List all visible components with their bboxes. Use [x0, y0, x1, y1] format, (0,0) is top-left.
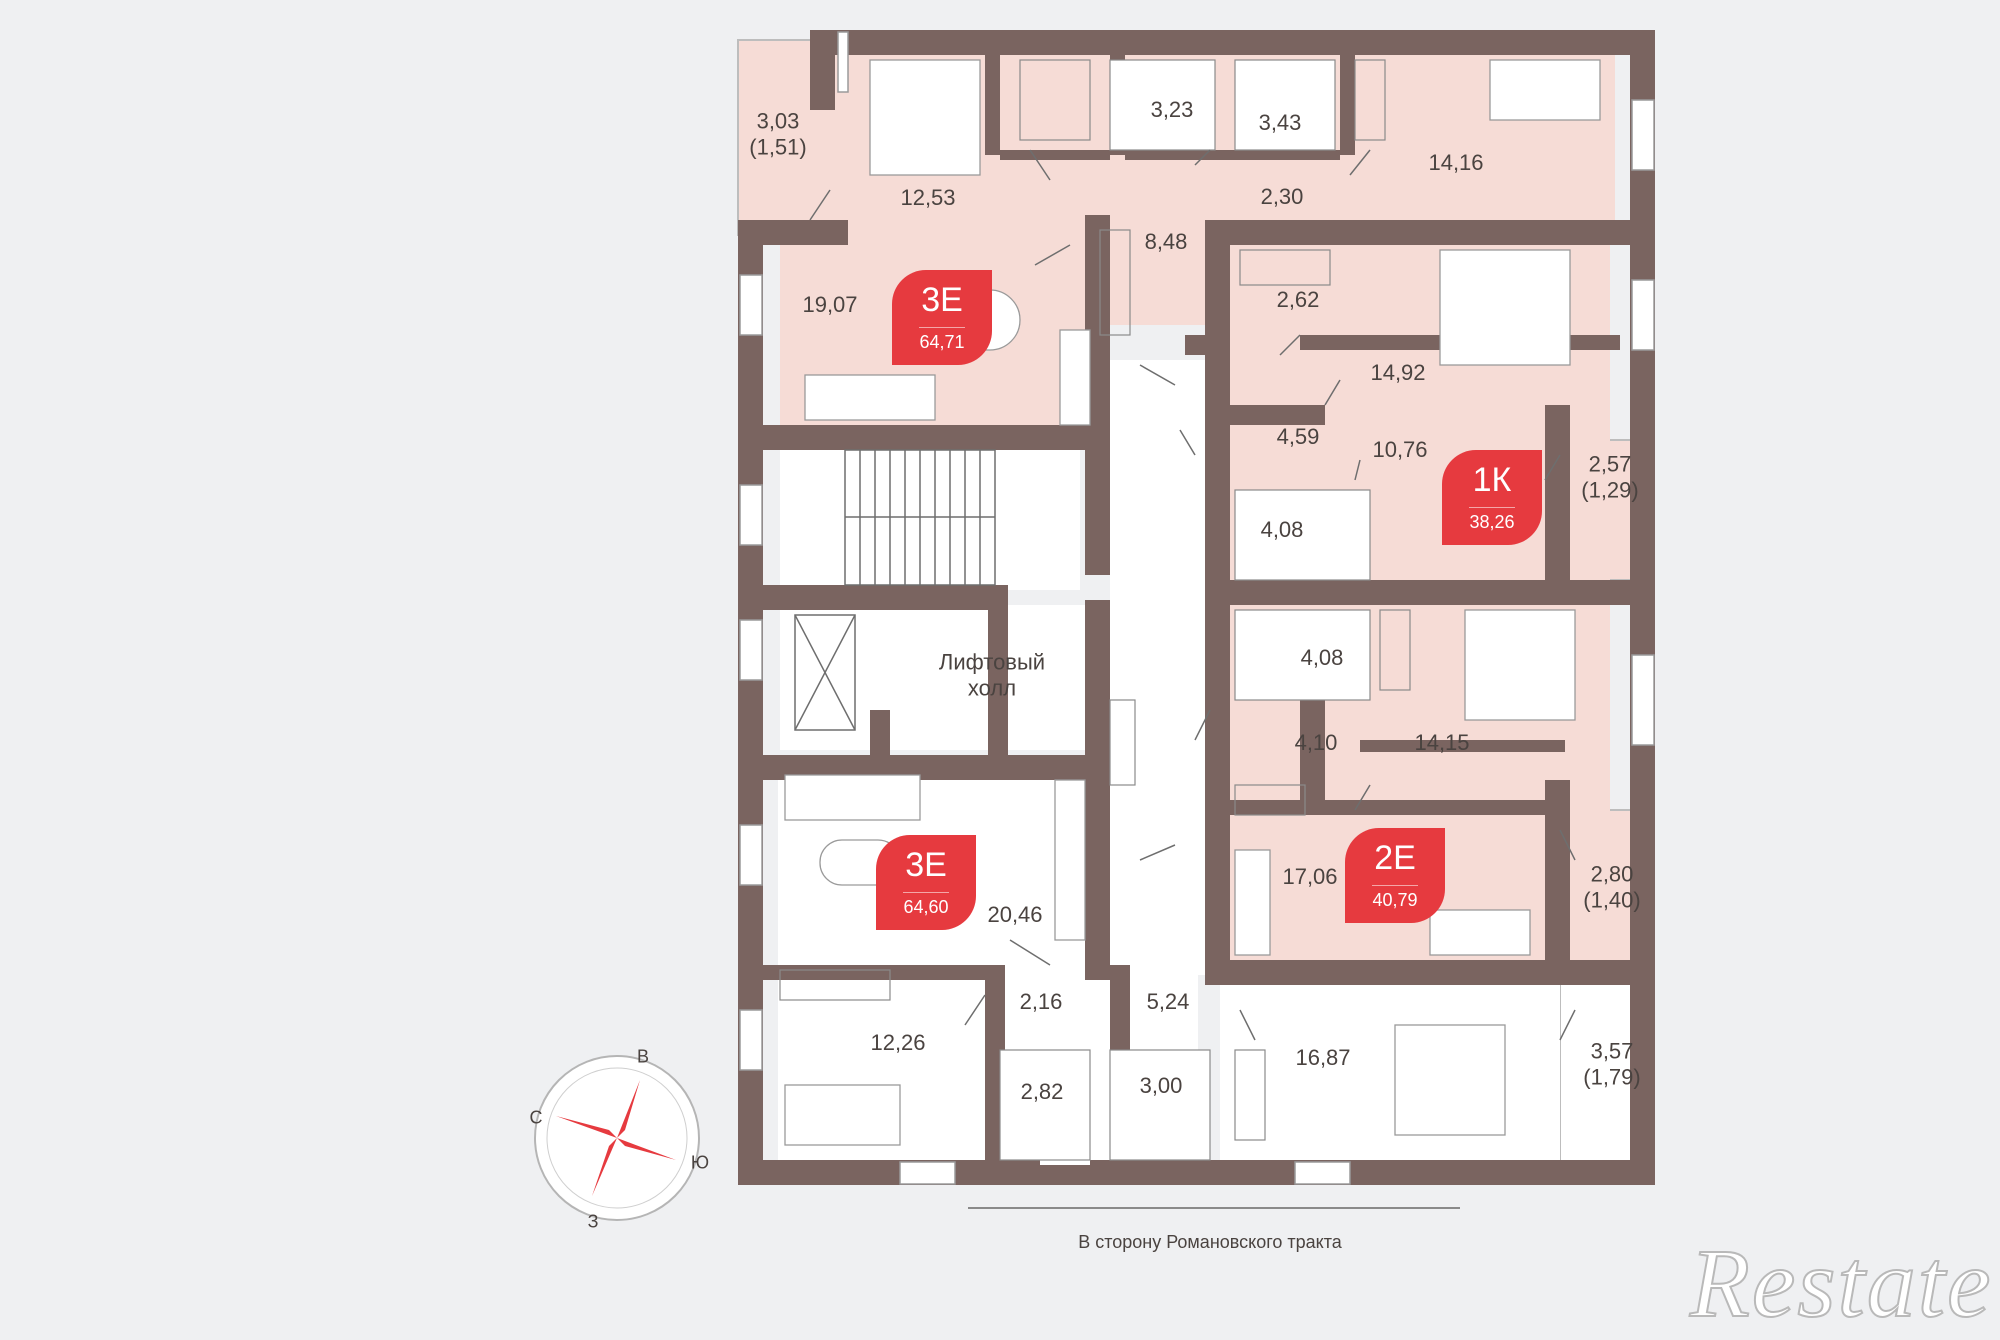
room-area-bedroom-3: 14,15	[1414, 729, 1470, 755]
room-area-kitchen-living-1: 19,07	[802, 291, 858, 317]
wardrobes	[779, 59, 1411, 1141]
elevator-hall-label: Лифтовый холл	[938, 649, 1046, 701]
room-area-kitchen-1: 10,76	[1372, 436, 1428, 462]
direction-caption: В сторону Романовского тракта	[1078, 1232, 1342, 1252]
apartment-badge-3e-bottom[interactable]: 3Е 64,60	[876, 835, 976, 930]
compass-north-label: С	[529, 1107, 543, 1128]
apartment-area: 38,26	[1469, 506, 1515, 533]
room-area-bedroom-1: 12,53	[900, 184, 956, 210]
apartment-area: 64,71	[919, 326, 965, 353]
apartment-area: 64,60	[903, 891, 949, 918]
elevator	[794, 614, 856, 731]
room-area-kitchen-living-2: 17,06	[1282, 863, 1338, 889]
room-area-bath-6: 3,00	[1139, 1072, 1183, 1098]
doors	[809, 149, 1576, 1041]
room-area-bath-3: 4,08	[1260, 516, 1304, 542]
room-area-balcony-1: 3,03 (1,51)	[749, 108, 807, 160]
room-area-balcony-3: 2,80 (1,40)	[1583, 861, 1641, 913]
staircase	[844, 449, 996, 586]
apartment-type: 1К	[1472, 460, 1512, 499]
apartment-type: 2Е	[1374, 838, 1416, 877]
room-area-hall-3: 4,59	[1276, 423, 1320, 449]
room-area-bath-4: 4,08	[1300, 644, 1344, 670]
apartment-badge-3e-top[interactable]: 3Е 64,71	[892, 270, 992, 365]
compass	[534, 1055, 700, 1221]
room-area-wardrobe-1: 2,62	[1276, 286, 1320, 312]
watermark-logo: Restate	[1689, 1229, 1993, 1339]
compass-needle	[617, 1080, 640, 1138]
room-area-bath-2: 3,43	[1258, 109, 1302, 135]
room-area-bath-5: 2,82	[1020, 1078, 1064, 1104]
apartment-type: 3Е	[905, 845, 947, 884]
windows	[739, 31, 1655, 1185]
apartment-type: 3Е	[921, 280, 963, 319]
room-area-living-1: 14,92	[1370, 359, 1426, 385]
apartment-area: 40,79	[1372, 884, 1418, 911]
room-area-bedroom-4: 12,26	[870, 1029, 926, 1055]
room-area-balcony-2: 2,57 (1,29)	[1581, 451, 1639, 503]
compass-west-label: З	[587, 1211, 599, 1232]
room-area-hall-6: 5,24	[1146, 988, 1190, 1014]
room-area-bath-1: 3,23	[1150, 96, 1194, 122]
room-area-bedroom-5: 16,87	[1295, 1044, 1351, 1070]
room-area-bedroom-2: 14,16	[1428, 149, 1484, 175]
compass-east-label: В	[636, 1046, 650, 1067]
apartment-badge-2e[interactable]: 2Е 40,79	[1345, 828, 1445, 923]
compass-south-label: Ю	[690, 1152, 710, 1173]
room-area-kitchen-living-3: 20,46	[987, 901, 1043, 927]
apartment-badge-1k[interactable]: 1К 38,26	[1442, 450, 1542, 545]
room-area-balcony-4: 3,57 (1,79)	[1583, 1038, 1641, 1090]
room-area-hall-5: 2,16	[1019, 988, 1063, 1014]
room-area-hall-2: 8,48	[1144, 228, 1188, 254]
room-area-hall-1: 2,30	[1260, 183, 1304, 209]
room-area-hall-4: 4,10	[1294, 729, 1338, 755]
bathrooms	[999, 59, 1371, 1161]
